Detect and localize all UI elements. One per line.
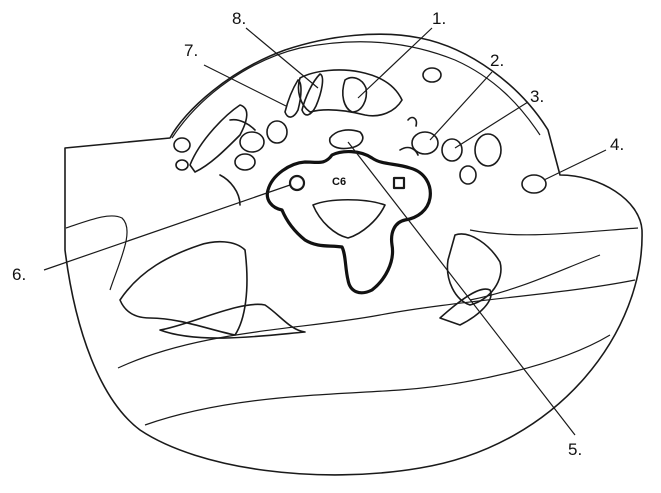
tissue-boundary-lower-2	[145, 335, 610, 425]
left-scm-muscle	[190, 105, 247, 172]
leader-line-8	[246, 28, 318, 88]
tissue-boundary-right	[470, 228, 638, 235]
label-3: 3.	[530, 87, 544, 106]
right-vessel-small	[460, 166, 476, 184]
external-jugular-vein	[522, 175, 546, 193]
label-7: 7.	[184, 41, 198, 60]
left-vessel-3	[235, 154, 255, 170]
left-node-small	[174, 138, 190, 152]
right-node	[475, 134, 501, 166]
c6-vertebra	[267, 152, 430, 293]
left-vessel-2	[267, 121, 287, 143]
airway-lumen	[343, 78, 367, 112]
leader-line-2	[430, 72, 492, 140]
label-1: 1.	[432, 9, 446, 28]
left-node-small-2	[176, 160, 188, 170]
leader-line-6	[44, 185, 290, 270]
leader-line-3	[455, 102, 528, 148]
vertebral-artery-left	[290, 176, 304, 190]
vertebral-foramen	[313, 200, 385, 238]
right-node-top	[423, 68, 441, 82]
leader-line-7	[204, 65, 286, 106]
label-5: 5.	[568, 440, 582, 459]
vertebral-artery-right	[394, 178, 404, 188]
tissue-boundary-left	[66, 216, 127, 290]
common-carotid-artery	[442, 139, 462, 161]
vertebra-label: C6	[332, 176, 346, 188]
label-6: 6.	[12, 265, 26, 284]
strap-muscle-right	[302, 74, 323, 115]
neck-outer-outline	[65, 34, 642, 475]
left-vessel-1	[240, 132, 264, 152]
leader-line-1	[358, 28, 432, 98]
label-4: 4.	[610, 135, 624, 154]
skin-fold-inner	[172, 42, 540, 138]
tissue-boundary-lower-1	[118, 280, 635, 368]
esophagus	[330, 130, 363, 149]
label-2: 2.	[490, 51, 504, 70]
label-8: 8.	[232, 9, 246, 28]
left-muscle-mass	[120, 242, 247, 335]
